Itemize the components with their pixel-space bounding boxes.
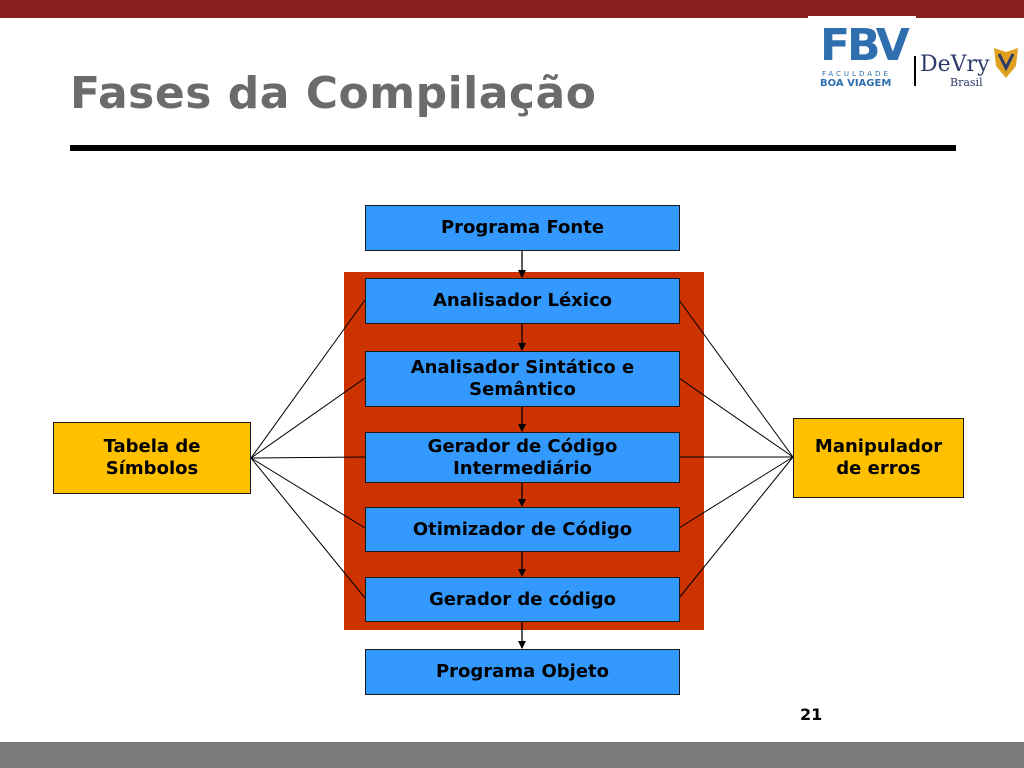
top-accent-bar	[0, 0, 1024, 18]
title-underline	[70, 145, 956, 151]
logo-area: FBV FACULDADE BOA VIAGEM DeVry Brasil	[808, 16, 1024, 96]
devry-logo-text: DeVry	[920, 52, 990, 77]
slide-title: Fases da Compilação	[70, 68, 597, 119]
code-optimizer-box: Otimizador de Código	[365, 507, 680, 552]
page-number: 21	[800, 705, 823, 724]
error-handler-box: Manipulador de erros	[793, 418, 964, 498]
link-errors-optimizer	[678, 456, 794, 529]
link-symbols-optimizer	[250, 457, 366, 529]
devry-shield-icon	[994, 48, 1018, 78]
link-symbols-parser	[250, 377, 366, 459]
logo-divider	[914, 56, 916, 86]
code-generator-box: Gerador de código	[365, 577, 680, 622]
fbv-logo-line2: BOA VIAGEM	[820, 78, 892, 89]
devry-logo-country: Brasil	[950, 76, 983, 89]
bottom-footer-bar	[0, 742, 1024, 768]
fbv-logo-mark: FBV	[820, 20, 910, 71]
syntax-semantic-analyzer-box: Analisador Sintático e Semântico	[365, 351, 680, 407]
link-symbols-intermediate	[250, 456, 366, 459]
link-symbols-lexer	[250, 299, 366, 459]
fbv-logo: FBV FACULDADE BOA VIAGEM	[808, 16, 916, 94]
symbol-table-box: Tabela de Símbolos	[53, 422, 251, 494]
lexical-analyzer-box: Analisador Léxico	[365, 278, 680, 324]
object-program-box: Programa Objeto	[365, 649, 680, 695]
intermediate-code-generator-box: Gerador de Código Intermediário	[365, 432, 680, 483]
link-errors-parser	[678, 377, 794, 458]
link-errors-lexer	[678, 299, 794, 458]
source-program-box: Programa Fonte	[365, 205, 680, 251]
link-symbols-codegen	[250, 457, 366, 599]
fbv-logo-line1: FACULDADE	[822, 70, 891, 78]
link-errors-codegen	[678, 456, 794, 599]
